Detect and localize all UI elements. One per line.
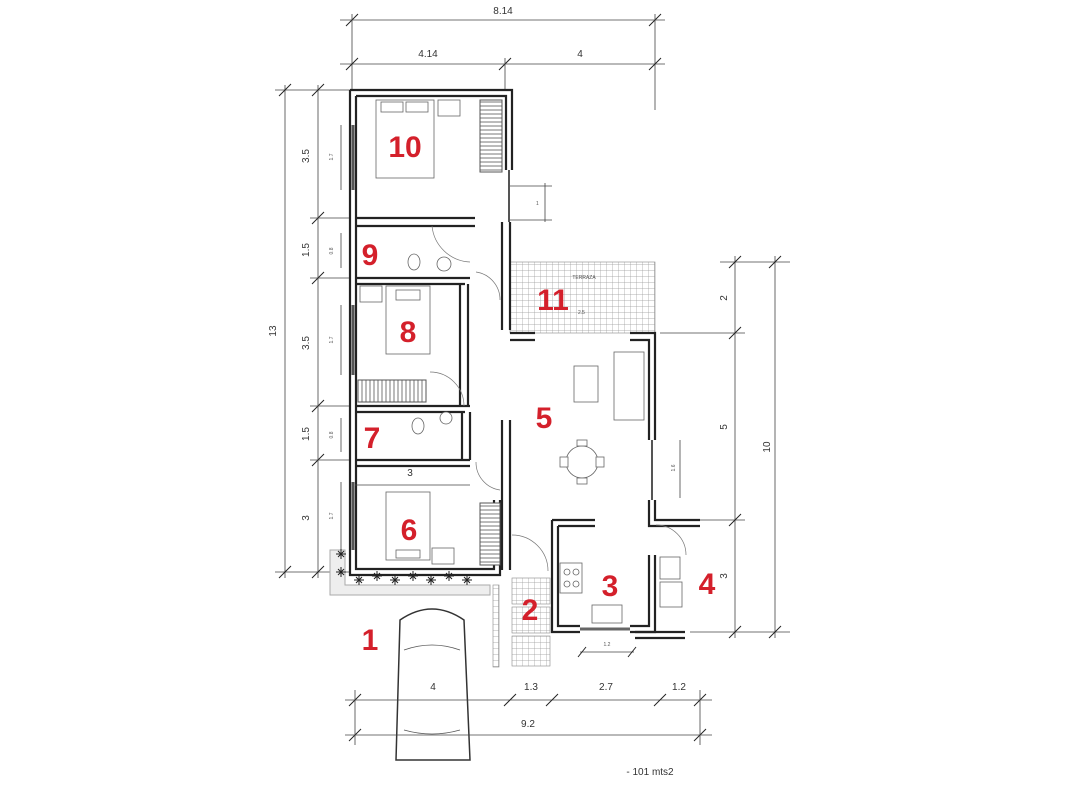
furniture — [357, 99, 683, 624]
dim-top-total: 8.14 — [493, 6, 513, 17]
dim-right-seg-1: 2 — [719, 295, 730, 301]
dim-bedroom6-width: 3 — [407, 468, 413, 479]
terrace-label: TERRAZA — [572, 275, 596, 281]
room-number-10: 10 — [388, 131, 421, 164]
top-dimensions: 8.14 4.14 4 — [340, 6, 665, 110]
total-area-label: - 101 mts2 — [626, 767, 674, 778]
dim-window-5: 1.7 — [329, 512, 335, 519]
dim-living-window: 1.6 — [671, 464, 677, 471]
room-number-4: 4 — [699, 568, 716, 601]
dim-bottom-seg-1: 4 — [430, 682, 436, 693]
room-number-5: 5 — [536, 402, 553, 435]
dim-window-2: 0.8 — [329, 247, 335, 254]
dim-bottom-seg-4: 1.2 — [672, 682, 686, 693]
dim-right-seg-2: 5 — [719, 424, 730, 430]
room-number-9: 9 — [362, 239, 379, 272]
room-number-3: 3 — [602, 570, 619, 603]
dim-window-4: 0.8 — [329, 431, 335, 438]
doors — [429, 225, 687, 572]
room-number-8: 8 — [400, 316, 417, 349]
right-dimensions: 2 5 3 10 1.6 1 — [510, 183, 790, 639]
bottom-dimensions: 4 1.3 2.7 1.2 9.2 1.2 3 — [345, 468, 712, 745]
dim-bottom-seg-3: 2.7 — [599, 682, 613, 693]
dim-top-right: 4 — [577, 49, 583, 60]
car-icon — [395, 608, 471, 761]
dim-window-3: 1.7 — [329, 336, 335, 343]
dim-left-seg-4: 1.5 — [301, 427, 312, 441]
room-number-11: 11 — [537, 284, 569, 317]
room-number-2: 2 — [522, 594, 539, 627]
room-number-7: 7 — [364, 422, 381, 455]
dim-left-seg-1: 3.5 — [301, 149, 312, 163]
dim-window-1: 1.7 — [329, 153, 335, 160]
dim-left-seg-5: 3 — [301, 515, 312, 521]
dim-bottom-seg-2: 1.3 — [524, 682, 538, 693]
dim-terrace-width: 2.5 — [578, 310, 585, 316]
terrace: TERRAZA 2.5 — [509, 261, 656, 334]
room-number-6: 6 — [401, 514, 418, 547]
dim-right-total: 10 — [762, 441, 773, 453]
room-number-1: 1 — [362, 624, 379, 657]
dim-left-seg-2: 1.5 — [301, 243, 312, 257]
dim-right-seg-3: 3 — [719, 573, 730, 579]
left-dimensions: 13 3.5 1.5 3.5 1.5 3 1.7 0.8 1.7 0.8 1.7 — [268, 83, 350, 579]
dim-top-left: 4.14 — [418, 49, 438, 60]
entry-paving — [492, 577, 551, 668]
double-bed — [375, 99, 435, 179]
dim-bottom-total: 9.2 — [521, 719, 535, 730]
walls — [348, 88, 700, 640]
dim-left-total: 13 — [268, 325, 279, 337]
dim-hall-window: 1 — [536, 201, 539, 207]
dim-kitchen-window: 1.2 — [604, 642, 611, 648]
room-numbers: 1 2 3 4 5 6 7 8 9 10 11 — [362, 131, 716, 657]
dim-left-seg-3: 3.5 — [301, 336, 312, 350]
plants — [329, 548, 491, 596]
